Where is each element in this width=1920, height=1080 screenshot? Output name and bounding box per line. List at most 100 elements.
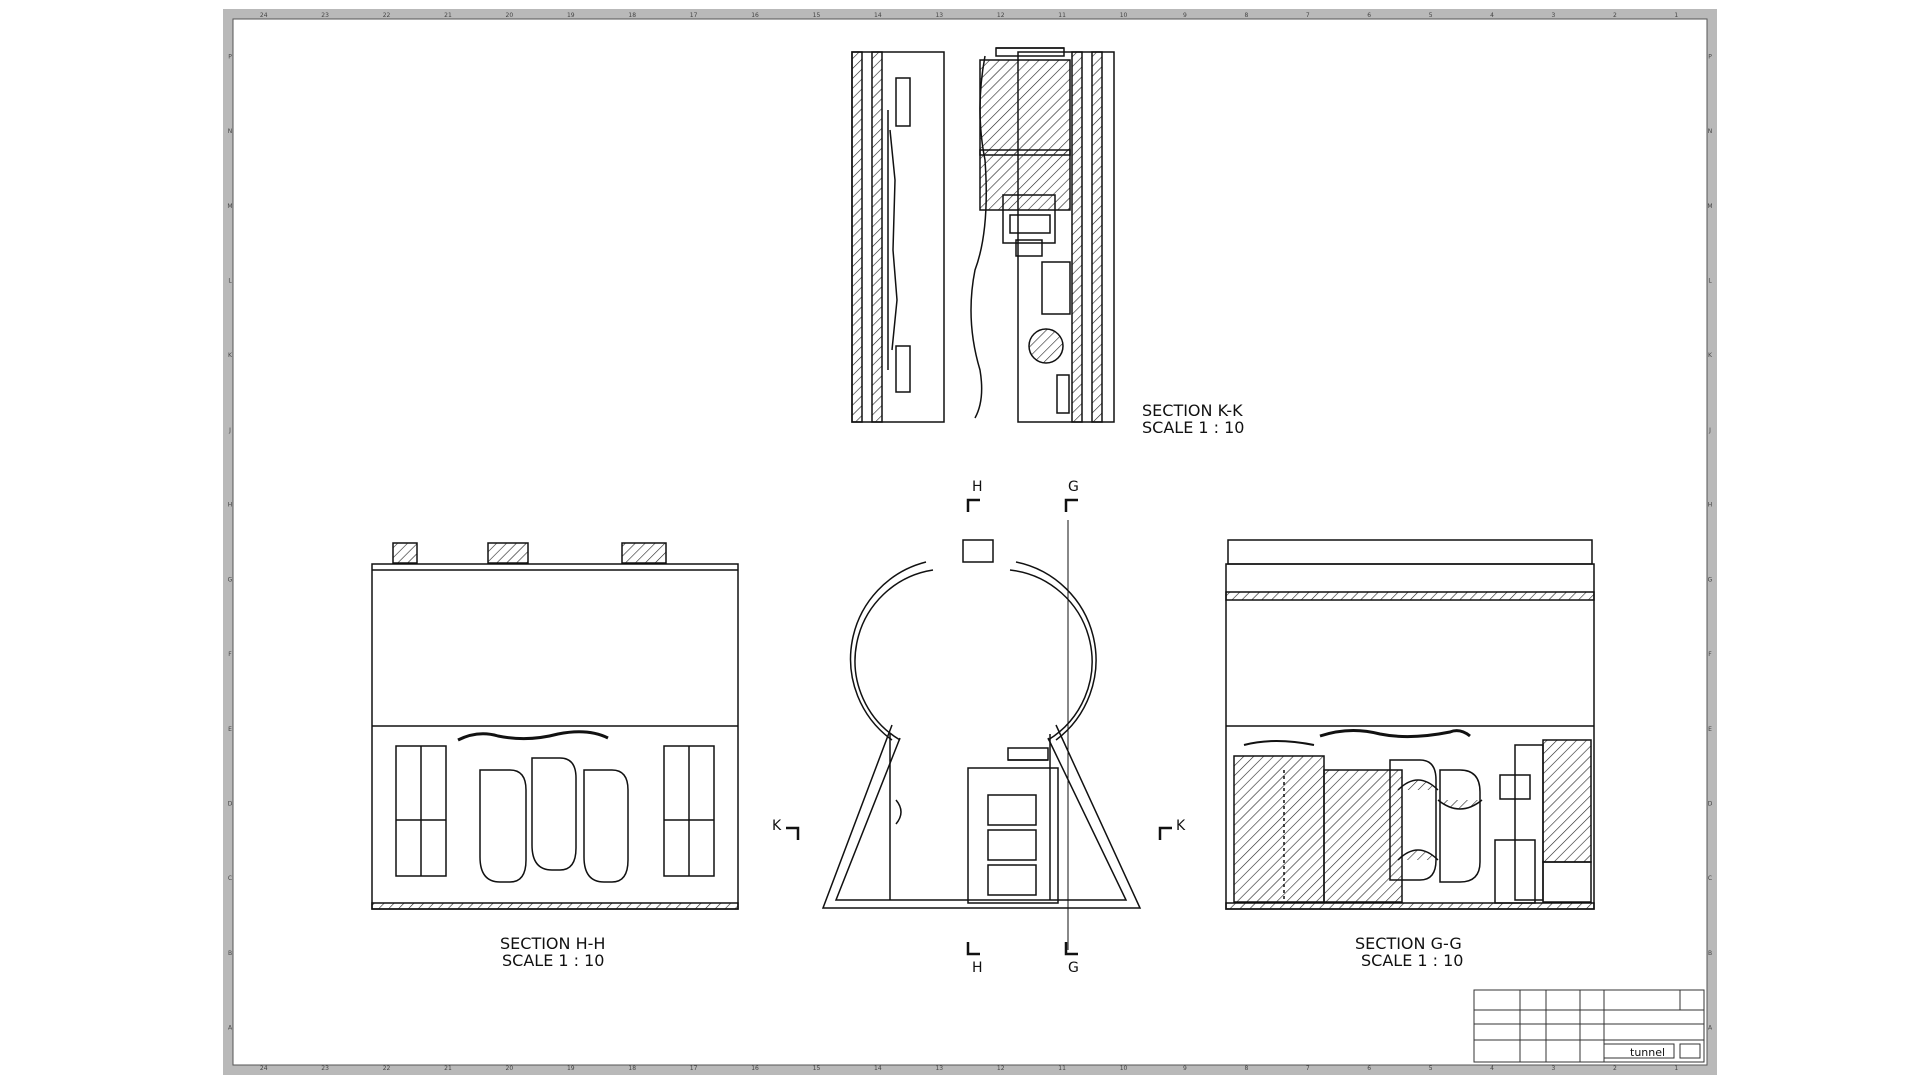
column-tick-label: 11 (1058, 1065, 1066, 1072)
row-tick-label: H (1708, 502, 1713, 509)
column-tick-label: 18 (628, 1065, 636, 1072)
section-kk-scale: SCALE 1 : 10 (1142, 418, 1244, 437)
column-tick-label: 20 (506, 1065, 514, 1072)
column-tick-label: 2 (1613, 12, 1617, 19)
section-gg-view (1225, 539, 1595, 910)
row-tick-label: E (228, 726, 232, 733)
row-tick-label: P (228, 53, 232, 60)
section-gg-scale: SCALE 1 : 10 (1361, 951, 1463, 970)
row-tick-label: M (1707, 203, 1712, 210)
column-tick-label: 20 (506, 12, 514, 19)
row-tick-label: K (1708, 352, 1713, 359)
row-tick-label: A (1708, 1025, 1713, 1032)
row-tick-label: H (228, 502, 233, 509)
row-tick-label: G (228, 576, 233, 583)
column-tick-label: 15 (813, 12, 821, 19)
column-tick-label: 7 (1306, 1065, 1310, 1072)
column-tick-label: 18 (628, 12, 636, 19)
column-tick-label: 13 (935, 12, 943, 19)
column-tick-label: 12 (997, 1065, 1005, 1072)
cutting-plane-markers (786, 498, 1172, 956)
column-tick-label: 3 (1552, 12, 1556, 19)
column-tick-label: 23 (321, 12, 329, 19)
section-hh-scale: SCALE 1 : 10 (502, 951, 604, 970)
row-tick-label: G (1708, 576, 1713, 583)
column-tick-label: 24 (260, 1065, 268, 1072)
column-tick-label: 10 (1120, 1065, 1128, 1072)
column-tick-label: 9 (1183, 1065, 1187, 1072)
column-tick-label: 11 (1058, 12, 1066, 19)
column-tick-label: 7 (1306, 12, 1310, 19)
row-tick-label: C (1708, 875, 1712, 882)
section-gg-title: SECTION G-G (1355, 934, 1462, 953)
column-tick-label: 24 (260, 12, 268, 19)
title-block (1473, 989, 1705, 1063)
cut-label-k-left: K (772, 818, 782, 834)
column-tick-label: 21 (444, 12, 452, 19)
row-tick-label: P (1708, 53, 1712, 60)
column-tick-label: 22 (383, 1065, 391, 1072)
column-tick-label: 15 (813, 1065, 821, 1072)
row-tick-label: L (1708, 278, 1712, 285)
row-tick-label: B (1708, 950, 1712, 957)
row-tick-label: C (228, 875, 232, 882)
cut-label-g-top: G (1068, 479, 1079, 495)
column-tick-label: 4 (1490, 12, 1494, 19)
column-tick-label: 10 (1120, 12, 1128, 19)
column-tick-label: 19 (567, 12, 575, 19)
row-tick-label: M (227, 203, 232, 210)
section-hh-title: SECTION H-H (500, 934, 605, 953)
column-tick-label: 3 (1552, 1065, 1556, 1072)
section-kk-view (851, 47, 1115, 423)
column-tick-label: 21 (444, 1065, 452, 1072)
column-tick-label: 8 (1244, 12, 1248, 19)
row-tick-label: E (1708, 726, 1712, 733)
column-tick-label: 8 (1244, 1065, 1248, 1072)
column-tick-label: 17 (690, 12, 698, 19)
column-tick-label: 14 (874, 12, 882, 19)
row-tick-label: J (228, 427, 231, 434)
column-tick-label: 22 (383, 12, 391, 19)
column-tick-label: 23 (321, 1065, 329, 1072)
column-tick-label: 4 (1490, 1065, 1494, 1072)
row-tick-label: A (228, 1025, 233, 1032)
column-tick-label: 1 (1674, 1065, 1678, 1072)
front-view-tunnel (821, 520, 1142, 950)
row-tick-label: F (228, 651, 232, 658)
cut-label-k-right: K (1176, 818, 1186, 834)
row-tick-label: K (228, 352, 233, 359)
row-tick-label: N (1708, 128, 1713, 135)
column-tick-label: 9 (1183, 12, 1187, 19)
column-tick-label: 1 (1674, 12, 1678, 19)
row-tick-label: D (1708, 801, 1713, 808)
title-block-part-name: tunnel (1630, 1046, 1665, 1059)
row-tick-label: F (1708, 651, 1712, 658)
column-tick-label: 19 (567, 1065, 575, 1072)
column-tick-label: 16 (751, 12, 759, 19)
column-tick-label: 6 (1367, 12, 1371, 19)
column-tick-label: 16 (751, 1065, 759, 1072)
column-tick-label: 5 (1429, 1065, 1433, 1072)
column-tick-label: 2 (1613, 1065, 1617, 1072)
cut-label-h-bottom: H (972, 960, 983, 976)
cut-label-h-top: H (972, 479, 983, 495)
column-tick-label: 12 (997, 12, 1005, 19)
section-hh-view (371, 542, 739, 910)
row-tick-label: B (228, 950, 232, 957)
column-tick-label: 17 (690, 1065, 698, 1072)
section-kk-title: SECTION K-K (1142, 401, 1243, 420)
column-tick-label: 13 (935, 1065, 943, 1072)
row-ticks-right: P N M L K J H G F E D C B A (1707, 53, 1713, 1031)
column-tick-label: 14 (874, 1065, 882, 1072)
cut-label-g-bottom: G (1068, 960, 1079, 976)
row-tick-label: L (228, 278, 232, 285)
row-tick-label: N (228, 128, 233, 135)
row-tick-label: J (1708, 427, 1711, 434)
row-ticks-left: P N M L K J H G F E D C B A (227, 53, 233, 1031)
row-tick-label: D (228, 801, 233, 808)
column-tick-label: 5 (1429, 12, 1433, 19)
